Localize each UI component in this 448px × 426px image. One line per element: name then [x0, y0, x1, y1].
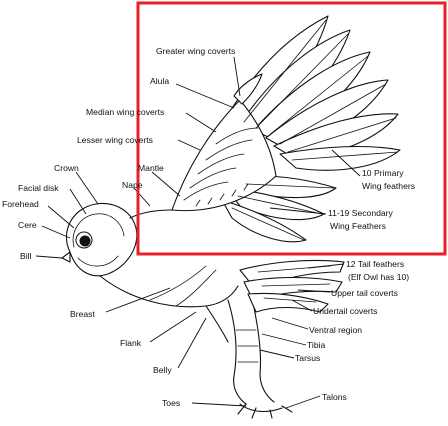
label-mantle: Mantle — [138, 163, 164, 173]
label-bill: Bill — [20, 251, 32, 261]
label-lesser-wing-coverts: Lesser wing coverts — [77, 135, 153, 145]
label-toes: Toes — [162, 398, 180, 408]
label-nape: Nape — [122, 180, 143, 190]
label-undertail-coverts: Undertail coverts — [313, 306, 377, 316]
label-breast: Breast — [70, 309, 95, 319]
label-alula: Alula — [150, 76, 169, 86]
label-forehead: Forehead — [2, 199, 39, 209]
owl-toes — [240, 404, 282, 411]
label-greater-wing-coverts: Greater wing coverts — [156, 46, 235, 56]
label-primary-line2: Wing feathers — [362, 181, 415, 191]
label-primary-line1: 10 Primary — [362, 168, 404, 178]
label-cere: Cere — [18, 220, 37, 230]
label-crown: Crown — [54, 163, 79, 173]
label-secondary-line2: Wing Feathers — [330, 221, 386, 231]
label-tail-line1: 12 Tail feathers — [346, 259, 404, 269]
owl-leg — [228, 300, 246, 404]
label-belly: Belly — [153, 365, 172, 375]
label-flank: Flank — [120, 338, 142, 348]
owl-tail — [240, 260, 344, 312]
label-upper-tail-coverts: Upper tail coverts — [331, 288, 398, 298]
label-tail-line2: (Elf Owl has 10) — [348, 272, 409, 282]
label-secondary-line1: 11-19 Secondary — [328, 208, 394, 218]
label-talons: Talons — [322, 392, 347, 402]
owl-eye — [80, 236, 91, 247]
label-ventral-region: Ventral region — [309, 325, 362, 335]
label-facial-disk: Facial disk — [18, 183, 59, 193]
owl-bill — [62, 252, 70, 262]
label-tarsus: Tarsus — [295, 353, 320, 363]
label-tibia: Tibia — [307, 340, 326, 350]
label-median-wing-coverts: Median wing coverts — [86, 107, 164, 117]
